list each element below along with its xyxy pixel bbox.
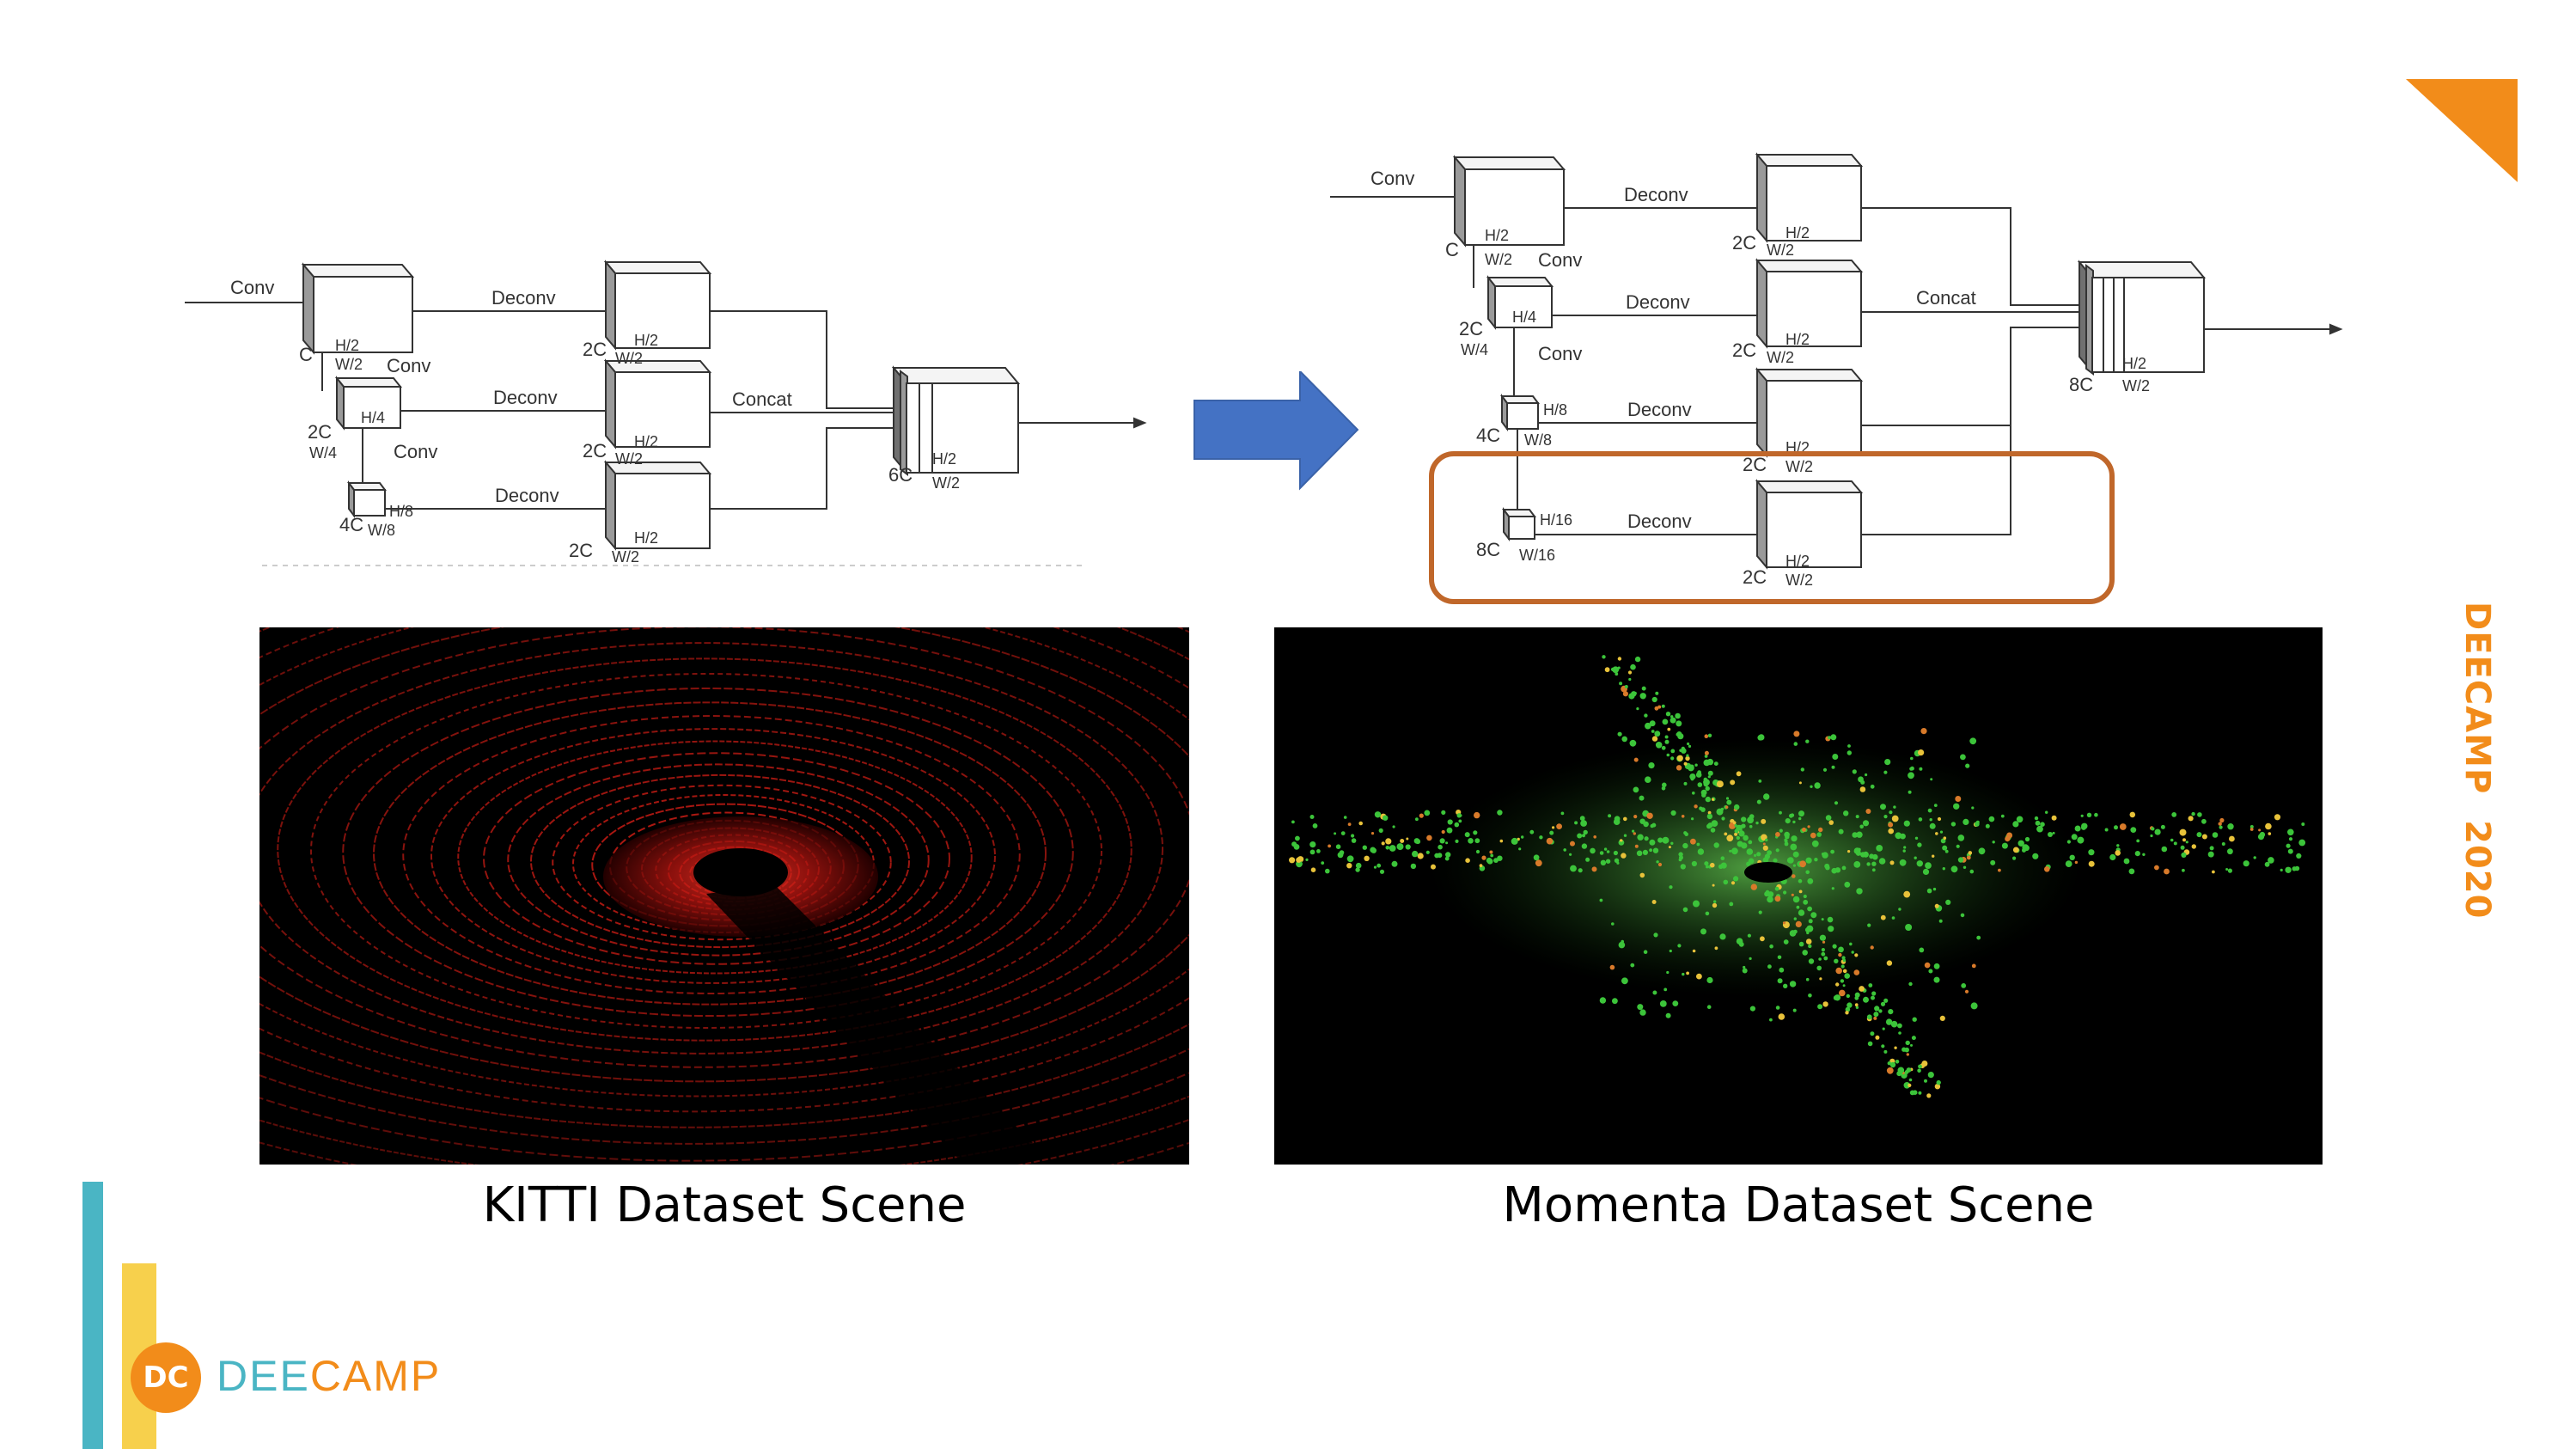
- svg-text:4C: 4C: [339, 514, 363, 535]
- left-conv-in-label: Conv: [230, 277, 274, 298]
- kitti-caption: KITTI Dataset Scene: [482, 1177, 967, 1233]
- svg-text:2C: 2C: [569, 540, 593, 561]
- svg-text:H/4: H/4: [1512, 309, 1536, 326]
- svg-text:Deconv: Deconv: [1627, 399, 1692, 420]
- svg-text:Deconv: Deconv: [1626, 291, 1690, 313]
- svg-text:H/2: H/2: [932, 450, 956, 468]
- svg-text:8C: 8C: [2069, 374, 2093, 395]
- svg-text:Conv: Conv: [1538, 343, 1582, 364]
- svg-text:W/2: W/2: [1767, 349, 1794, 366]
- svg-text:2C: 2C: [1743, 566, 1767, 588]
- brand-name: DEECAMP: [217, 1352, 442, 1400]
- svg-text:W/2: W/2: [2122, 377, 2150, 394]
- deecamp-logo-icon: DC: [131, 1342, 201, 1413]
- svg-text:W/2: W/2: [615, 350, 643, 367]
- svg-text:W/16: W/16: [1519, 547, 1555, 564]
- svg-text:W/4: W/4: [1461, 341, 1488, 358]
- highlight-box: [1429, 451, 2115, 604]
- svg-text:2C: 2C: [583, 339, 607, 360]
- right-arrow-icon: [1193, 371, 1359, 491]
- svg-text:Deconv: Deconv: [1624, 184, 1688, 205]
- svg-text:Conv: Conv: [1538, 249, 1582, 271]
- kitti-pointcloud-image: [259, 627, 1189, 1165]
- svg-text:2C: 2C: [308, 421, 332, 443]
- svg-text:8C: 8C: [1476, 539, 1500, 560]
- svg-text:H/16: H/16: [1540, 511, 1572, 529]
- svg-text:W/2: W/2: [1767, 242, 1794, 259]
- left-network-diagram: Conv C H/2 W/2 Conv 2C H/4 W/4 Conv 4C H…: [185, 260, 1147, 566]
- left-deconv-2: Deconv: [493, 387, 558, 408]
- svg-text:H/2: H/2: [335, 337, 359, 354]
- svg-text:W/8: W/8: [368, 522, 395, 539]
- svg-text:H/2: H/2: [1785, 553, 1810, 570]
- svg-text:W/2: W/2: [335, 356, 363, 373]
- corner-triangle-icon: [2406, 79, 2518, 182]
- svg-text:6C: 6C: [888, 464, 913, 486]
- svg-text:Conv: Conv: [1370, 168, 1414, 189]
- svg-text:W/2: W/2: [1785, 458, 1813, 475]
- svg-text:Conv: Conv: [394, 441, 437, 462]
- svg-text:2C: 2C: [583, 440, 607, 462]
- momenta-pointcloud-image: [1274, 627, 2323, 1165]
- svg-text:W/2: W/2: [612, 548, 639, 566]
- svg-text:2C: 2C: [1732, 232, 1756, 254]
- svg-text:H/4: H/4: [361, 409, 385, 426]
- svg-text:H/8: H/8: [1543, 401, 1567, 419]
- svg-text:W/2: W/2: [1785, 572, 1813, 589]
- svg-text:H/2: H/2: [1785, 331, 1810, 348]
- right-network-diagram: Conv C H/2 W/2 Conv 2C H/4 W/4 Conv 4C H…: [1330, 152, 2343, 589]
- side-label: DEECAMP 2020: [2457, 602, 2497, 920]
- left-deconv-3: Deconv: [495, 485, 559, 506]
- svg-text:W/2: W/2: [1485, 251, 1512, 268]
- svg-text:Deconv: Deconv: [1627, 511, 1692, 532]
- svg-text:Concat: Concat: [1916, 287, 1976, 309]
- svg-text:H/2: H/2: [634, 529, 658, 547]
- svg-text:W/4: W/4: [309, 444, 337, 462]
- svg-text:W/2: W/2: [615, 450, 643, 468]
- left-concat-label: Concat: [732, 388, 792, 410]
- teal-accent-bar: [82, 1182, 103, 1449]
- left-deconv-1: Deconv: [491, 287, 556, 309]
- svg-text:C: C: [1445, 239, 1459, 260]
- svg-text:H/2: H/2: [1485, 227, 1509, 244]
- svg-text:H/2: H/2: [1785, 224, 1810, 242]
- svg-text:H/8: H/8: [389, 503, 413, 520]
- svg-text:4C: 4C: [1476, 425, 1500, 446]
- momenta-caption: Momenta Dataset Scene: [1502, 1177, 2095, 1233]
- svg-text:2C: 2C: [1732, 339, 1756, 361]
- svg-text:H/2: H/2: [2122, 355, 2146, 372]
- svg-text:W/8: W/8: [1524, 431, 1552, 449]
- svg-text:C: C: [299, 344, 313, 365]
- svg-text:2C: 2C: [1743, 454, 1767, 475]
- svg-text:Conv: Conv: [387, 355, 430, 376]
- svg-text:H/2: H/2: [634, 433, 658, 450]
- svg-text:W/2: W/2: [932, 474, 960, 492]
- svg-text:2C: 2C: [1459, 318, 1483, 339]
- svg-text:H/2: H/2: [634, 332, 658, 349]
